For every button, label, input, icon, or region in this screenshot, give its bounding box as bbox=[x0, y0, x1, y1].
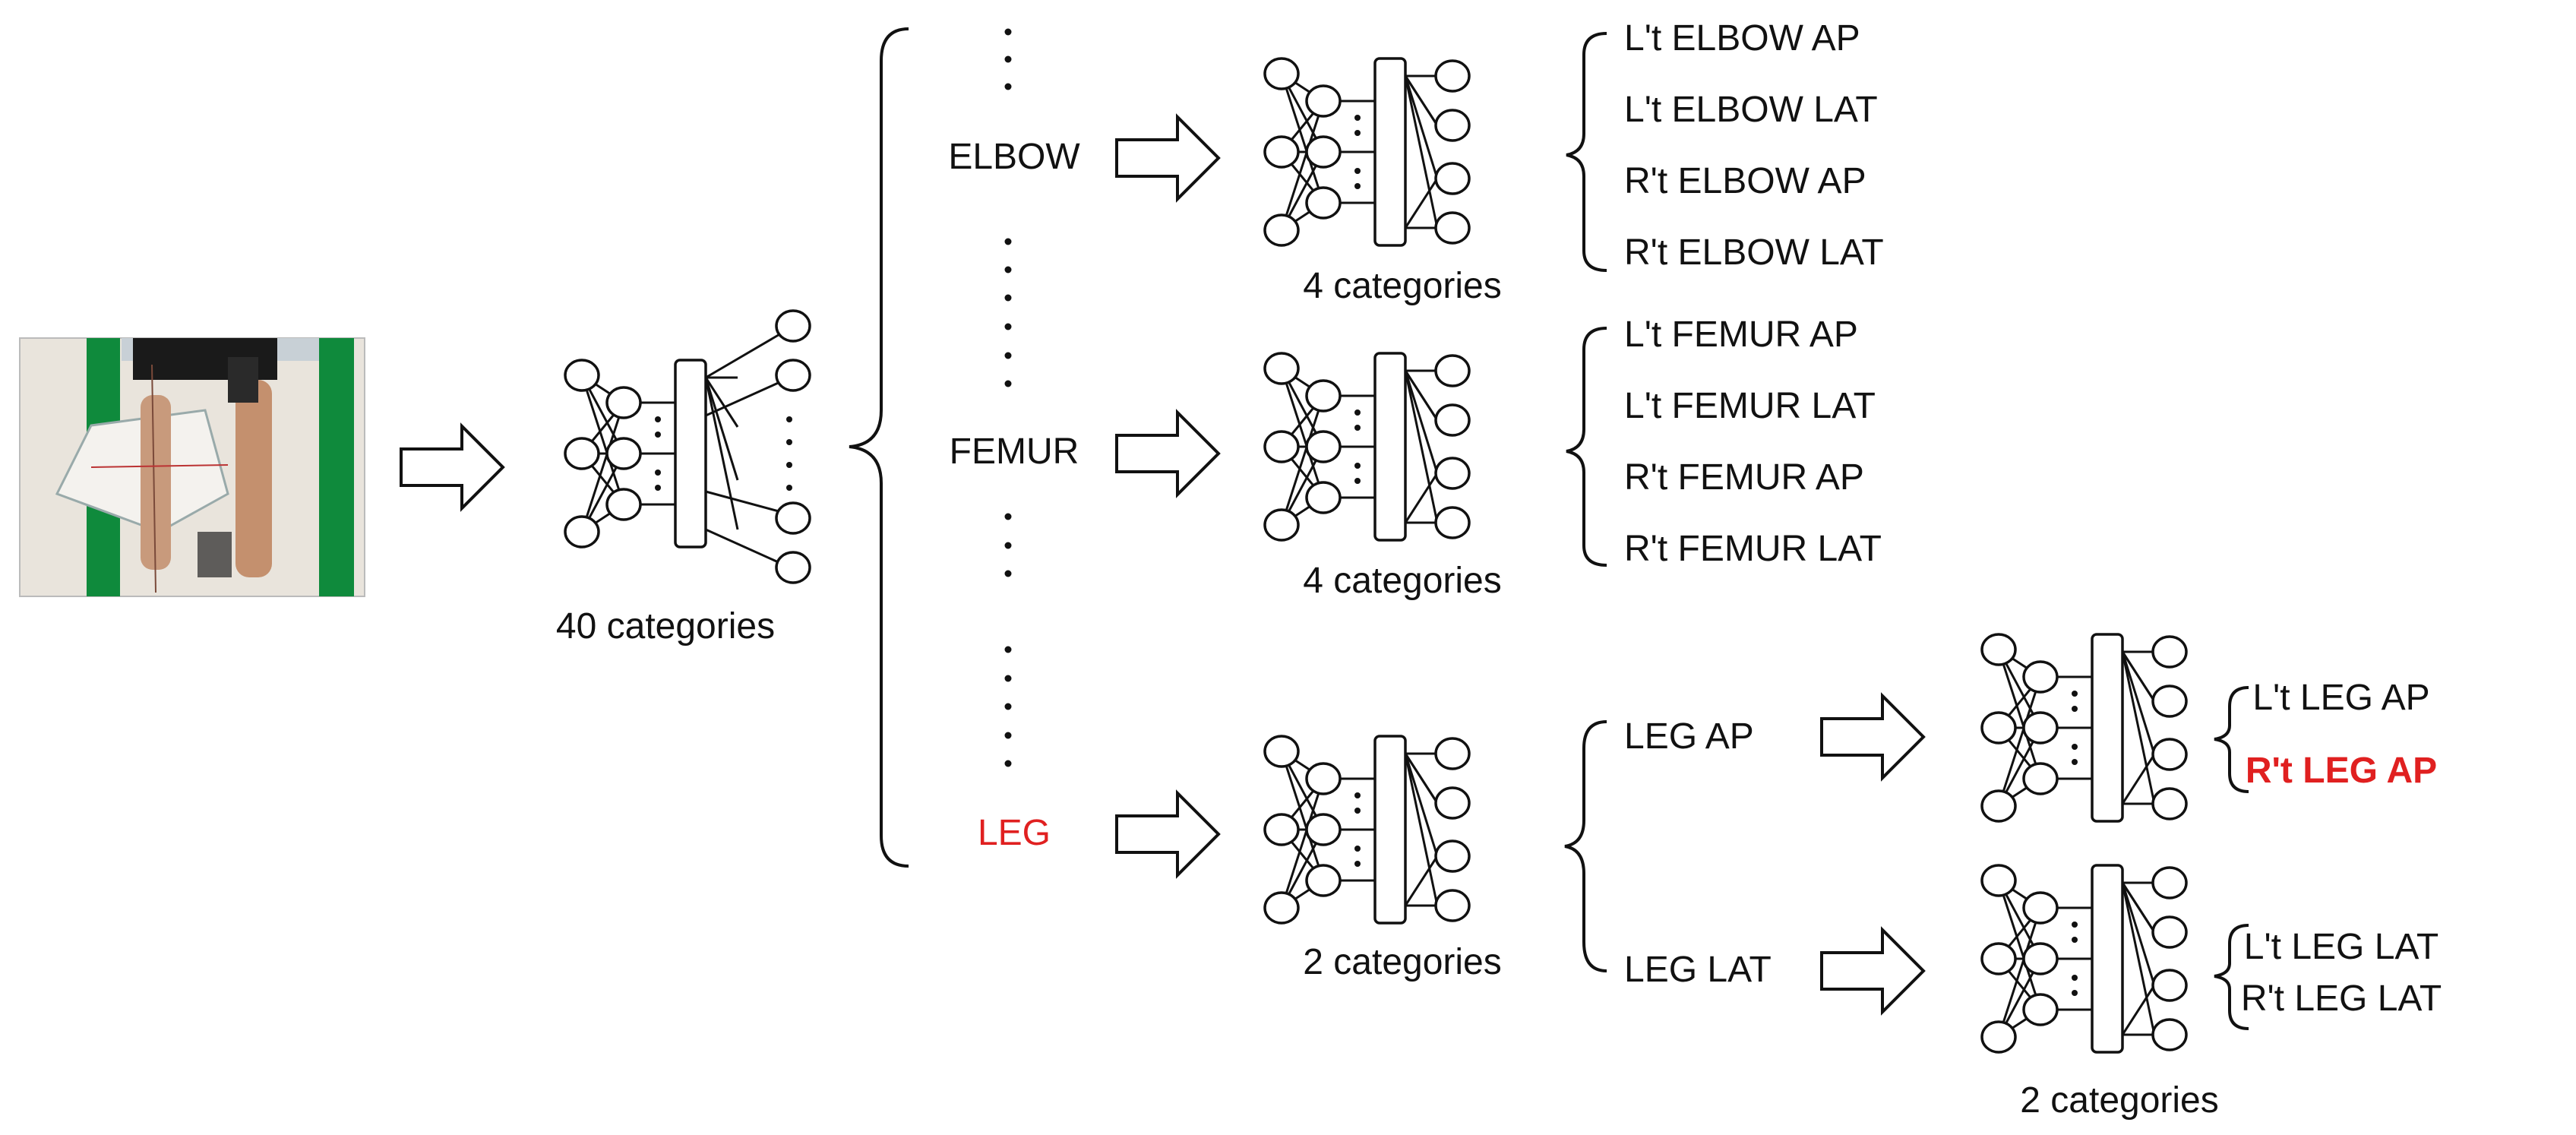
leg-lat-caption: 2 categories bbox=[2020, 1080, 2219, 1121]
level1-caption: 40 categories bbox=[556, 606, 775, 647]
femur-output-3: R't FEMUR AP bbox=[1624, 457, 1864, 498]
femur-caption: 4 categories bbox=[1303, 561, 1502, 601]
input-leg-xray-photo bbox=[19, 337, 365, 597]
leg-branch-lat-label: LEG LAT bbox=[1624, 950, 1772, 990]
branch-leg-label: LEG bbox=[978, 813, 1051, 853]
level1-brace bbox=[849, 27, 909, 868]
elbow-brace bbox=[1566, 32, 1607, 272]
leg-caption: 2 categories bbox=[1303, 942, 1502, 982]
femur-output-2: L't FEMUR LAT bbox=[1624, 386, 1876, 426]
leg-branch-ap-label: LEG AP bbox=[1624, 716, 1754, 757]
arrow-femur bbox=[1115, 411, 1220, 496]
elbow-output-2: L't ELBOW LAT bbox=[1624, 90, 1878, 130]
network-leg-ap bbox=[1980, 633, 2188, 823]
leg-ap-brace bbox=[2214, 686, 2249, 793]
leg-ap-output-1: L't LEG AP bbox=[2252, 678, 2429, 718]
elbow-output-4: R't ELBOW LAT bbox=[1624, 232, 1884, 273]
branch-elbow-label: ELBOW bbox=[948, 137, 1080, 177]
branch-femur-label: FEMUR bbox=[950, 432, 1079, 472]
network-elbow bbox=[1263, 57, 1471, 247]
arrow-leg-lat bbox=[1820, 928, 1925, 1013]
femur-output-1: L't FEMUR AP bbox=[1624, 315, 1858, 355]
network-leg-lat bbox=[1980, 864, 2188, 1054]
arrow-input bbox=[400, 425, 504, 510]
leg-brace bbox=[1564, 720, 1607, 972]
network-leg bbox=[1263, 735, 1471, 925]
level1-ellipsis-dots bbox=[1004, 28, 1012, 767]
leg-ap-output-2-highlighted: R't LEG AP bbox=[2246, 751, 2437, 791]
femur-brace bbox=[1566, 327, 1607, 567]
arrow-leg-ap bbox=[1820, 694, 1925, 779]
elbow-output-1: L't ELBOW AP bbox=[1624, 18, 1860, 58]
elbow-caption: 4 categories bbox=[1303, 266, 1502, 306]
leg-lat-output-1: L't LEG LAT bbox=[2244, 927, 2439, 967]
elbow-output-3: R't ELBOW AP bbox=[1624, 161, 1866, 201]
femur-output-4: R't FEMUR LAT bbox=[1624, 529, 1882, 569]
leg-lat-output-2: R't LEG LAT bbox=[2241, 979, 2442, 1019]
arrow-leg bbox=[1115, 792, 1220, 877]
network-femur bbox=[1263, 352, 1471, 542]
leg-lat-brace bbox=[2214, 924, 2249, 1030]
arrow-elbow bbox=[1115, 115, 1220, 201]
network-level1 bbox=[564, 309, 811, 584]
